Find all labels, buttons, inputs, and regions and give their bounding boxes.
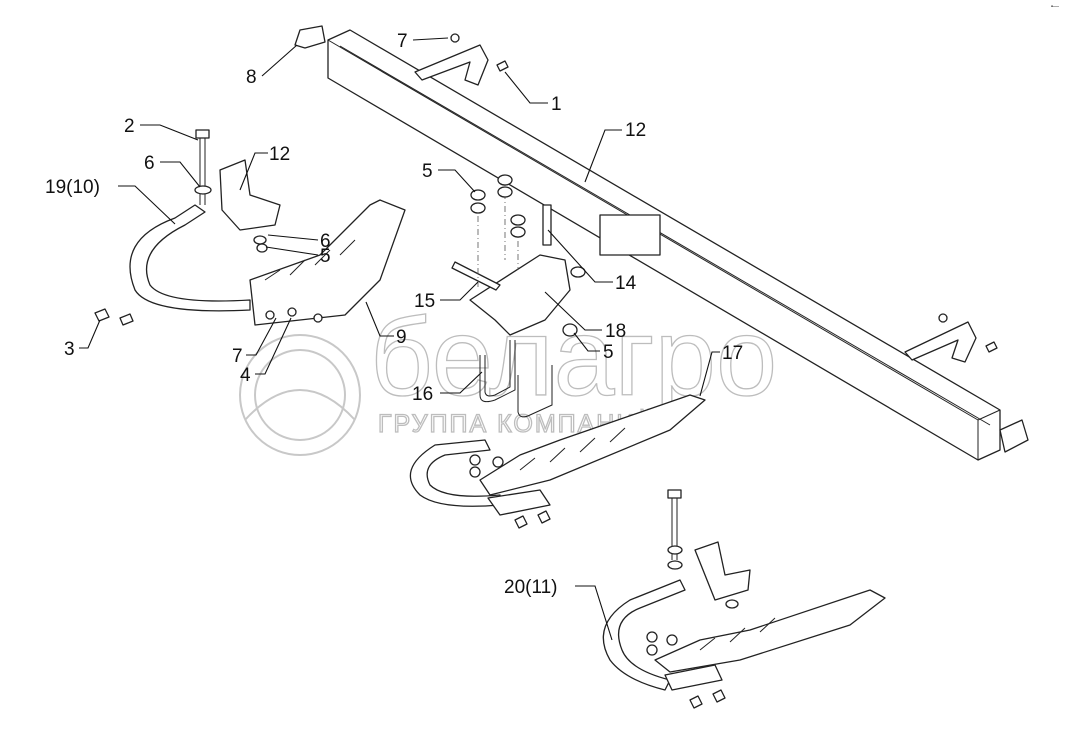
callout-8: 8 xyxy=(246,67,257,88)
tine-blade-left xyxy=(94,199,406,326)
center-mount xyxy=(451,174,586,418)
bracket-top xyxy=(414,33,509,86)
callout-16: 16 xyxy=(412,384,433,405)
callout-20-11: 20(11) xyxy=(504,577,558,598)
callout-5: 5 xyxy=(320,246,331,267)
callout-5: 5 xyxy=(422,161,433,182)
callout-12: 12 xyxy=(269,144,290,165)
callout-19-10: 19(10) xyxy=(45,177,100,198)
spring-tine-center xyxy=(409,394,706,529)
spring-tine-bottom xyxy=(602,489,886,709)
callout-14: 14 xyxy=(615,273,637,294)
bracket-right xyxy=(904,313,998,363)
callout-18: 18 xyxy=(605,321,626,342)
callout-12: 12 xyxy=(625,120,646,141)
callout-9: 9 xyxy=(396,327,407,348)
clamp-bracket-left xyxy=(219,159,281,253)
callout-17: 17 xyxy=(722,343,743,364)
callout-7: 7 xyxy=(397,31,408,52)
square-beam xyxy=(327,29,1001,461)
callout-6: 6 xyxy=(320,231,331,252)
callout-3: 3 xyxy=(64,339,75,360)
callout-labels: 7 8 1 12 2 6 12 19(10) 5 6 5 14 15 9 18 … xyxy=(45,31,743,598)
end-cap-bottom xyxy=(999,419,1029,453)
callout-5: 5 xyxy=(603,342,614,363)
callout-2: 2 xyxy=(124,116,135,137)
callout-15: 15 xyxy=(414,291,435,312)
watermark-brand: белагро xyxy=(370,296,777,419)
leader-lines xyxy=(79,37,720,641)
spring-tine-left xyxy=(129,129,251,312)
callout-6: 6 xyxy=(144,153,155,174)
callout-1: 1 xyxy=(551,94,562,115)
callout-4: 4 xyxy=(240,365,251,386)
end-cap-top xyxy=(294,25,326,49)
corner-mark: ▪— xyxy=(1050,4,1059,10)
callout-7: 7 xyxy=(232,346,243,367)
